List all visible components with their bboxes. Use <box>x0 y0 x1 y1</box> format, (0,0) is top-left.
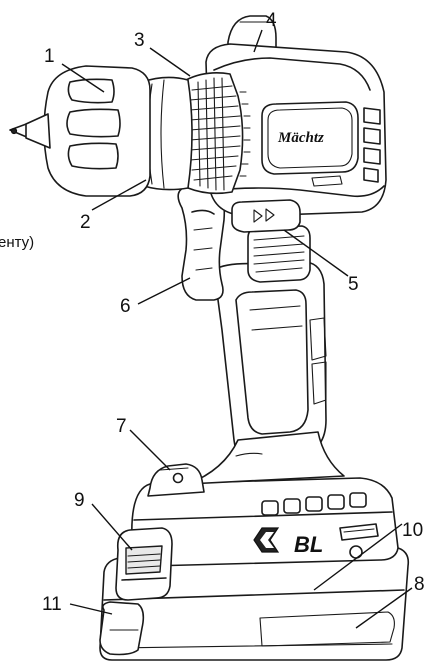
belt-hook-mount <box>147 463 205 497</box>
callout-1: 1 <box>44 46 55 67</box>
battery-vents <box>261 492 367 516</box>
callout-5: 5 <box>348 274 359 295</box>
keyless-chuck[interactable] <box>9 65 193 197</box>
callout-6: 6 <box>120 296 131 317</box>
brand-plate: Mächtz <box>261 101 359 175</box>
drill-handle <box>187 261 345 485</box>
forward-reverse-switch[interactable] <box>231 199 301 233</box>
callout-4: 4 <box>266 10 277 31</box>
callout-10: 10 <box>402 520 423 541</box>
side-grille <box>247 225 311 283</box>
callout-3: 3 <box>134 30 145 51</box>
battery-pack: BL <box>99 477 410 661</box>
leader-lines <box>61 29 413 629</box>
bl-badge: BL <box>253 527 323 557</box>
callout-9: 9 <box>74 490 85 511</box>
battery-model-label: BL <box>294 532 323 557</box>
callout-numbers: 1 2 3 4 5 6 7 8 9 10 11 <box>42 10 425 615</box>
battery-release-latch[interactable] <box>115 527 173 601</box>
side-caption-fragment: енту) <box>0 234 34 251</box>
callout-2: 2 <box>80 212 91 233</box>
brand-logo: Mächtz <box>277 130 324 146</box>
callout-8: 8 <box>414 574 425 595</box>
motor-housing: Mächtz <box>205 15 387 283</box>
callout-7: 7 <box>116 416 127 437</box>
callout-11: 11 <box>42 594 62 615</box>
rear-vents <box>363 107 381 183</box>
